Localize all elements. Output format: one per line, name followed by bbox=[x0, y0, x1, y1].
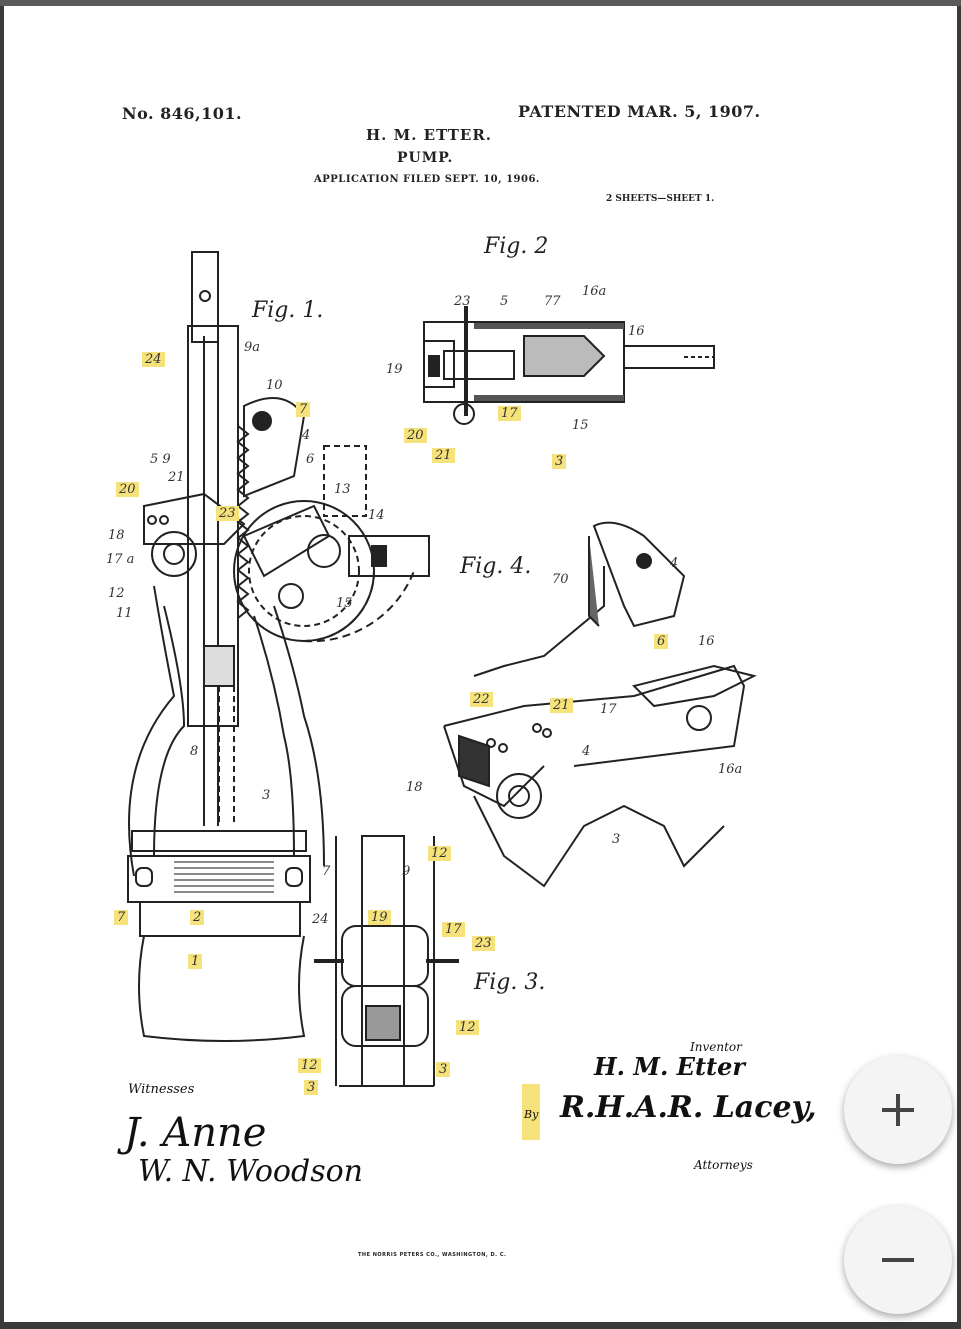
fig3-drawing bbox=[314, 835, 459, 1087]
fig1-label: Fig. 1. bbox=[252, 298, 324, 323]
ref-numeral: 3 bbox=[262, 788, 271, 803]
ref-numeral: 3 bbox=[612, 832, 621, 847]
highlight-label: 17 bbox=[442, 922, 465, 937]
ref-numeral: 15 bbox=[572, 418, 589, 433]
ref-numeral: 17 a bbox=[106, 552, 135, 567]
fig1-drawing bbox=[127, 251, 430, 1042]
ref-numeral: 14 bbox=[368, 508, 385, 523]
ref-numeral: 4 bbox=[582, 744, 591, 759]
fig2-drawing bbox=[423, 306, 715, 425]
ref-numeral: 13 bbox=[334, 482, 351, 497]
ref-numeral: 16a bbox=[582, 284, 607, 299]
fig2-label: Fig. 2 bbox=[484, 234, 549, 259]
ref-numeral: 24 bbox=[312, 912, 329, 927]
ref-numeral: 12 bbox=[108, 586, 125, 601]
witness-signature-2: W. N. Woodson bbox=[138, 1154, 363, 1189]
witnesses-label: Witnesses bbox=[128, 1082, 195, 1097]
fig3-label: Fig. 3. bbox=[474, 970, 546, 995]
patent-page: No. 846,101. PATENTED MAR. 5, 1907. H. M… bbox=[4, 6, 957, 1322]
fig4-drawing bbox=[443, 521, 757, 888]
highlight-label: 17 bbox=[498, 406, 521, 421]
ref-numeral: 4 bbox=[302, 428, 311, 443]
sheet-count: 2 SHEETS—SHEET 1. bbox=[606, 194, 715, 204]
ref-numeral: 19 bbox=[386, 362, 403, 377]
ref-numeral: 7 bbox=[322, 864, 331, 879]
highlight-label: 12 bbox=[456, 1020, 479, 1035]
inventor-label: Inventor bbox=[690, 1040, 742, 1054]
inventor-signature: H. M. Etter bbox=[594, 1052, 746, 1081]
minus-icon bbox=[882, 1258, 914, 1262]
printer-imprint: THE NORRIS PETERS CO., WASHINGTON, D. C. bbox=[358, 1252, 507, 1258]
ref-numeral: 18 bbox=[406, 780, 423, 795]
patent-drawings bbox=[127, 251, 757, 1087]
highlight-label: 23 bbox=[472, 936, 495, 951]
highlight-label: 7 bbox=[296, 402, 311, 417]
ref-numeral: 4 bbox=[670, 556, 679, 571]
ref-numeral: 16a bbox=[718, 762, 743, 777]
inventor-name: H. M. ETTER. bbox=[366, 126, 493, 144]
ref-numeral: 11 bbox=[116, 606, 133, 621]
attorney-signature: R.H.A.R. Lacey, bbox=[560, 1090, 817, 1125]
highlight-label: 3 bbox=[552, 454, 567, 469]
ref-numeral: 21 bbox=[168, 470, 185, 485]
ref-numeral: 16 bbox=[628, 324, 645, 339]
viewer-top-edge bbox=[0, 0, 961, 6]
highlight-label: 2 bbox=[190, 910, 205, 925]
by-label: By bbox=[524, 1108, 539, 1121]
ref-numeral: 9 bbox=[402, 864, 411, 879]
patent-number: No. 846,101. bbox=[122, 104, 243, 123]
ref-numeral: 77 bbox=[544, 294, 561, 309]
fig4-label: Fig. 4. bbox=[460, 554, 532, 579]
zoom-out-button[interactable] bbox=[844, 1206, 952, 1314]
ref-numeral: 15 bbox=[336, 596, 353, 611]
application-filed: APPLICATION FILED SEPT. 10, 1906. bbox=[314, 174, 540, 185]
highlight-label: 7 bbox=[114, 910, 129, 925]
highlight-label: 20 bbox=[116, 482, 139, 497]
highlight-label: 12 bbox=[298, 1058, 321, 1073]
highlight-label: 12 bbox=[428, 846, 451, 861]
highlight-label: 21 bbox=[432, 448, 455, 463]
highlight-label: 24 bbox=[142, 352, 165, 367]
ref-numeral: 23 bbox=[454, 294, 471, 309]
highlight-label: 21 bbox=[550, 698, 573, 713]
highlight-label: 22 bbox=[470, 692, 493, 707]
ref-numeral: 18 bbox=[108, 528, 125, 543]
plus-icon bbox=[882, 1094, 914, 1126]
highlight-label: 6 bbox=[654, 634, 669, 649]
ref-numeral: 8 bbox=[190, 744, 199, 759]
witness-signature-1: J. Anne bbox=[124, 1110, 267, 1156]
ref-numeral: 17 bbox=[600, 702, 617, 717]
highlight-label: 1 bbox=[188, 954, 203, 969]
ref-numeral: 5 9 bbox=[150, 452, 171, 467]
patent-title: PUMP. bbox=[397, 150, 454, 166]
highlight-label: 23 bbox=[216, 506, 239, 521]
highlight-label: 3 bbox=[436, 1062, 451, 1077]
highlight-mark bbox=[522, 1084, 540, 1140]
ref-numeral: 9a bbox=[244, 340, 261, 355]
ref-numeral: 16 bbox=[698, 634, 715, 649]
patented-date: PATENTED MAR. 5, 1907. bbox=[518, 102, 761, 121]
highlight-label: 3 bbox=[304, 1080, 319, 1095]
ref-numeral: 70 bbox=[552, 572, 569, 587]
highlight-label: 20 bbox=[404, 428, 427, 443]
highlight-label: 19 bbox=[368, 910, 391, 925]
ref-numeral: 10 bbox=[266, 378, 283, 393]
attorneys-label: Attorneys bbox=[694, 1158, 753, 1172]
ref-numeral: 5 bbox=[500, 294, 509, 309]
ref-numeral: 6 bbox=[306, 452, 315, 467]
zoom-in-button[interactable] bbox=[844, 1056, 952, 1164]
